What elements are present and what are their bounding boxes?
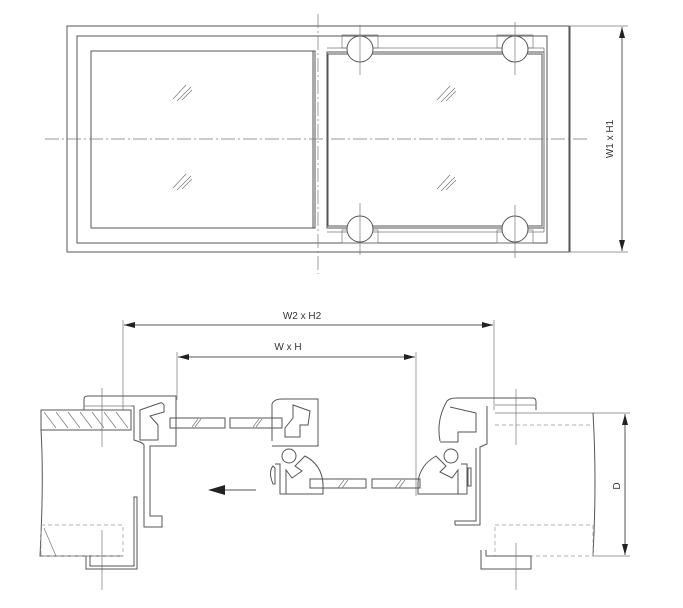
fixed-glass xyxy=(169,417,283,429)
dimension-w-h: W x H xyxy=(176,342,417,496)
dimension-label-w2-h2: W2 x H2 xyxy=(283,311,322,322)
left-wall xyxy=(39,388,138,590)
elevation-view: W1 x H1 xyxy=(45,14,628,274)
right-wall xyxy=(480,389,596,590)
roller-icon xyxy=(496,205,534,258)
glass-hatch-icon xyxy=(172,84,457,192)
roller-icon xyxy=(341,203,379,255)
left-frame-profile xyxy=(83,395,177,528)
dimension-label-w-h: W x H xyxy=(274,342,301,353)
middle-profile xyxy=(271,398,319,447)
dimension-d: D xyxy=(593,412,630,557)
sliding-sash-left xyxy=(270,448,421,495)
slide-direction-arrow-icon xyxy=(208,485,256,495)
dimension-w2-h2: W2 x H2 xyxy=(122,311,495,410)
roller-icon xyxy=(341,25,379,75)
section-view: W2 x H2 W x H xyxy=(39,311,630,590)
roller-icon xyxy=(496,22,534,75)
dimension-label-d: D xyxy=(612,482,623,489)
dimension-label-w1-h1: W1 x H1 xyxy=(605,119,616,158)
right-sash-profile xyxy=(417,448,472,495)
dimension-w1-h1: W1 x H1 xyxy=(570,25,628,253)
right-frame-profile xyxy=(438,397,595,526)
